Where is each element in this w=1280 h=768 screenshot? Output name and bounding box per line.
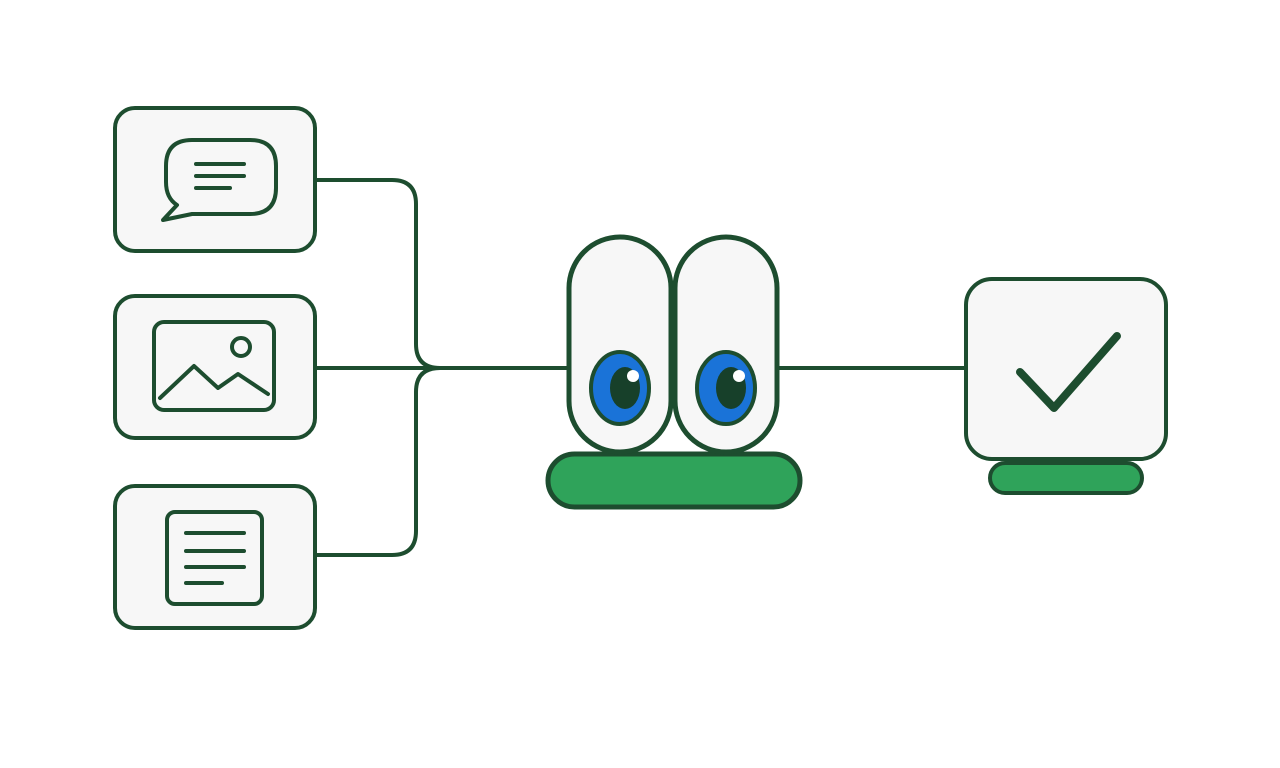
input-card-image	[113, 294, 317, 440]
eye-highlight	[733, 370, 745, 382]
right-eye	[672, 234, 780, 455]
connector-message	[314, 178, 442, 370]
eye-highlight	[627, 370, 639, 382]
card-frame	[113, 484, 317, 630]
output-card	[964, 277, 1168, 495]
left-eye	[566, 234, 674, 455]
card-frame	[113, 106, 317, 253]
input-card-document	[113, 484, 317, 630]
card-frame	[113, 294, 317, 440]
image-icon	[152, 320, 276, 412]
mascot-processor	[545, 234, 803, 510]
checkmark-icon	[1016, 332, 1121, 412]
card-frame	[964, 277, 1168, 461]
connectors	[314, 178, 968, 557]
input-card-message	[113, 106, 317, 253]
connector-document	[314, 366, 442, 557]
document-icon	[165, 510, 264, 606]
chat-bubble-icon	[161, 138, 278, 222]
output-base	[988, 461, 1144, 495]
mascot-base	[545, 451, 803, 510]
